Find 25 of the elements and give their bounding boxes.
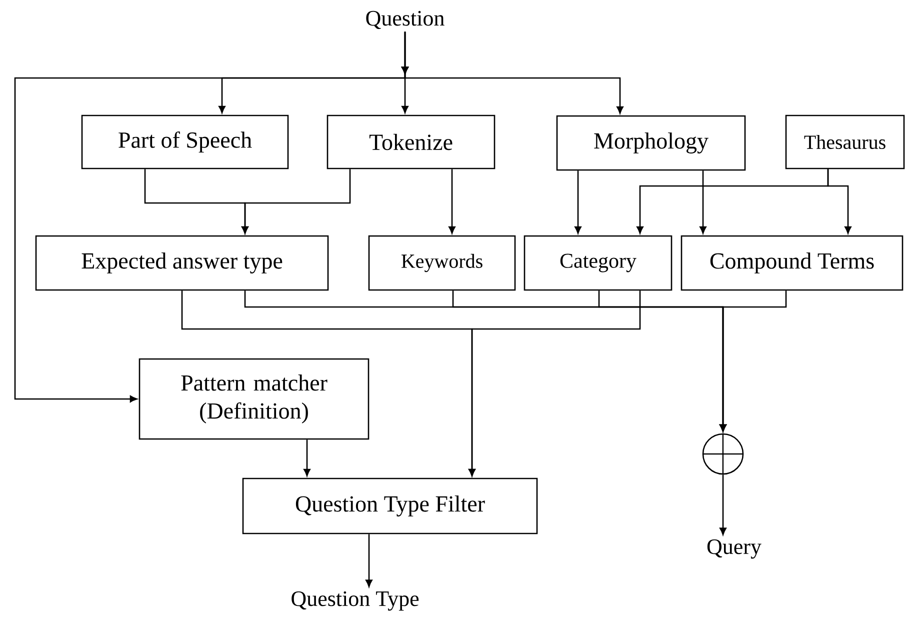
process-box: Keywords (368, 235, 516, 291)
text-label: Question Type (292, 591, 419, 611)
arrow (14, 32, 408, 402)
arrow (366, 534, 372, 588)
arrow (720, 290, 787, 432)
arrow (304, 440, 310, 476)
arrow (574, 170, 582, 234)
text-label: Question (366, 10, 444, 30)
process-box: Compound Terms (680, 235, 904, 291)
arrow (720, 474, 726, 536)
arrow (468, 290, 641, 476)
process-box: Part of Speech (81, 114, 289, 170)
text-label: Query (707, 539, 762, 559)
process-box: Expected answer type (35, 235, 329, 291)
arrow (242, 169, 351, 234)
arrow (448, 169, 456, 234)
process-box: Thesaurus (785, 114, 905, 170)
process-box: Morphology (556, 115, 746, 171)
arrow (700, 170, 706, 234)
process-box: Pattern matcher (Definition) (138, 358, 370, 440)
process-box: Question Type Filter (242, 478, 538, 534)
process-box: Category (524, 235, 672, 291)
arrow (827, 169, 852, 234)
circle-plus-symbol (702, 433, 744, 475)
process-box: Tokenize (326, 114, 496, 170)
